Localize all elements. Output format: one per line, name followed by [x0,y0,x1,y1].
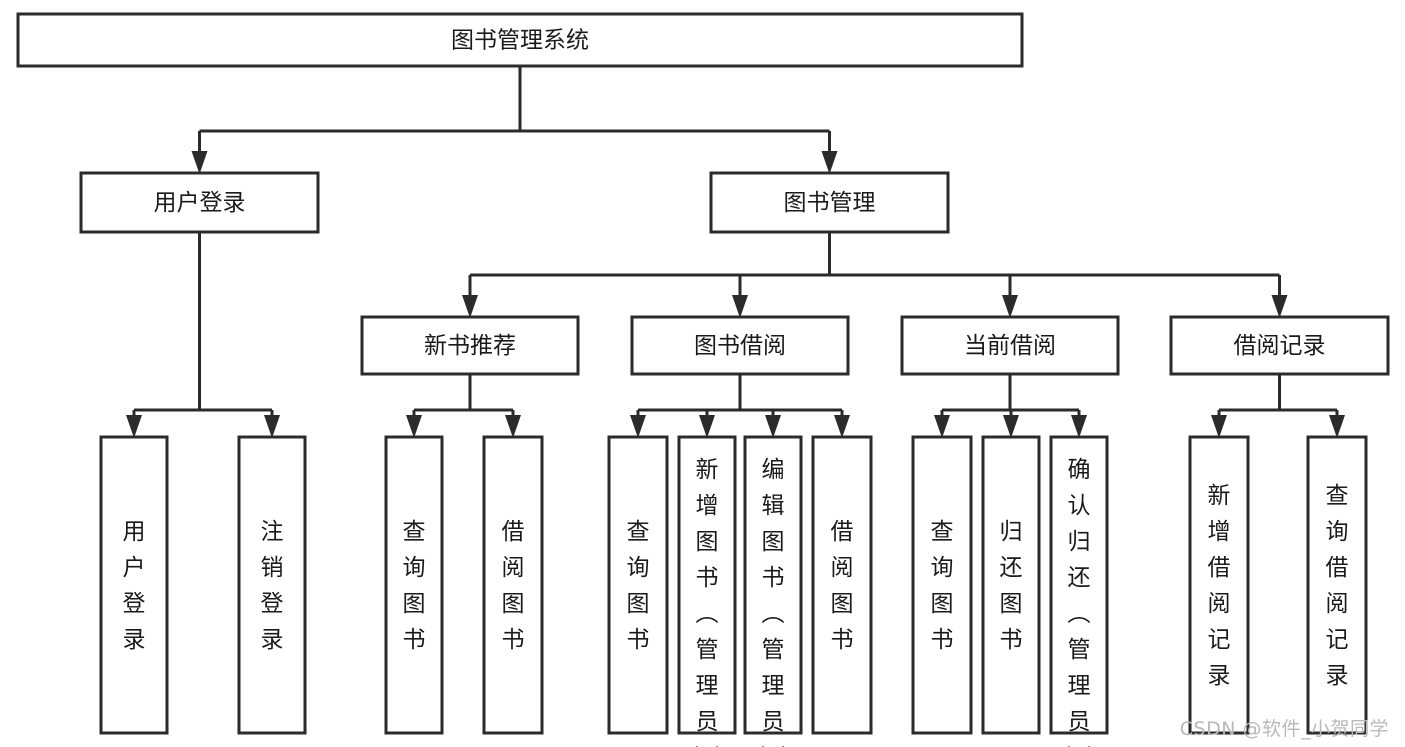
node-leaf-borrow-book-recommend[interactable]: 借阅图书 [482,435,544,735]
node-box[interactable] [237,435,307,735]
arrow-head-icon [699,415,715,438]
arrow-head-icon [126,415,142,438]
node-label: 确认归还︵管理员︶ [1068,457,1091,747]
node-label: 用户登录 [154,190,246,216]
node-box[interactable] [1169,315,1390,376]
node-label: 图书管理 [784,190,876,216]
node-user-login[interactable]: 用户登录 [79,171,320,234]
arrow-head-icon [934,415,950,438]
node-label: 借阅图书 [502,519,525,653]
node-label: 图书管理系统 [451,28,589,54]
node-label: 查询图书 [403,519,426,653]
node-box[interactable] [99,435,169,735]
node-label: 查询借阅记录 [1326,483,1349,689]
node-box[interactable] [1306,435,1368,735]
node-leaf-query-book-borrow[interactable]: 查询图书 [607,435,669,735]
node-leaf-return-book[interactable]: 归还图书 [981,435,1041,735]
node-box[interactable] [1049,435,1109,735]
node-leaf-query-book-current[interactable]: 查询图书 [911,435,973,735]
watermark-text: CSDN @软件_小贺同学 [1179,718,1389,740]
node-label: 当前借阅 [964,333,1056,359]
node-label: 新增借阅记录 [1208,483,1231,689]
node-box[interactable] [482,435,544,735]
node-box[interactable] [981,435,1041,735]
node-box[interactable] [911,435,973,735]
arrow-head-icon [462,295,478,318]
node-leaf-confirm-return-admin[interactable]: 确认归还︵管理员︶ [1049,435,1109,747]
arrow-head-icon [1002,295,1018,318]
node-leaf-user-login[interactable]: 用户登录 [99,435,169,735]
node-label: 新书推荐 [424,333,516,359]
node-box[interactable] [709,171,950,234]
arrow-head-icon [406,415,422,438]
node-box[interactable] [384,435,444,735]
connector-group [191,66,838,174]
node-book-borrow[interactable]: 图书借阅 [630,315,850,376]
connector-group [1211,374,1345,438]
node-current-borrow[interactable]: 当前借阅 [900,315,1120,376]
node-leaf-borrow-book[interactable]: 借阅图书 [811,435,873,735]
node-box[interactable] [900,315,1120,376]
node-book-management[interactable]: 图书管理 [709,171,950,234]
node-box[interactable] [677,435,737,735]
arrow-head-icon [505,415,521,438]
arrow-head-icon [1329,415,1345,438]
node-box[interactable] [607,435,669,735]
node-label: 查询图书 [931,519,954,653]
connector-group [462,232,1288,318]
arrow-head-icon [1211,415,1227,438]
node-label: 用户登录 [123,519,146,653]
node-label: 图书借阅 [694,333,786,359]
node-leaf-edit-book-admin[interactable]: 编辑图书︵管理员︶ [743,435,803,747]
arrow-head-icon [630,415,646,438]
node-box[interactable] [811,435,873,735]
node-leaf-query-book-recommend[interactable]: 查询图书 [384,435,444,735]
arrow-head-icon [732,295,748,318]
node-leaf-query-borrow-record[interactable]: 查询借阅记录 [1306,435,1368,735]
arrow-head-icon [264,415,280,438]
node-root[interactable]: 图书管理系统 [16,12,1024,68]
arrow-head-icon [191,151,208,174]
node-label: 借阅图书 [831,519,854,653]
node-box[interactable] [743,435,803,735]
arrow-head-icon [834,415,850,438]
node-label: 新增图书︵管理员︶ [696,457,719,747]
node-box[interactable] [630,315,850,376]
node-label: 注销登录 [261,519,284,653]
arrow-head-icon [1271,295,1288,318]
node-label: 归还图书 [1000,519,1023,653]
node-leaf-add-borrow-record[interactable]: 新增借阅记录 [1188,435,1250,735]
node-leaf-add-book-admin[interactable]: 新增图书︵管理员︶ [677,435,737,747]
node-box[interactable] [360,315,580,376]
nodes-layer: 图书管理系统用户登录图书管理新书推荐图书借阅当前借阅借阅记录用户登录注销登录查询… [16,12,1390,747]
node-new-book-recommend[interactable]: 新书推荐 [360,315,580,376]
connector-group [406,374,521,438]
connector-group [630,374,850,438]
node-box[interactable] [1188,435,1250,735]
arrow-head-icon [1071,415,1087,438]
connector-group [126,232,280,438]
node-label: 编辑图书︵管理员︶ [762,457,785,747]
arrow-head-icon [821,151,838,174]
node-borrow-records[interactable]: 借阅记录 [1169,315,1390,376]
node-box[interactable] [16,12,1024,68]
node-label: 借阅记录 [1234,333,1326,359]
node-label: 查询图书 [627,519,650,653]
arrow-head-icon [1003,415,1019,438]
connectors-layer [126,66,1345,438]
node-leaf-logout[interactable]: 注销登录 [237,435,307,735]
node-box[interactable] [79,171,320,234]
connector-group [934,374,1087,438]
arrow-head-icon [765,415,781,438]
